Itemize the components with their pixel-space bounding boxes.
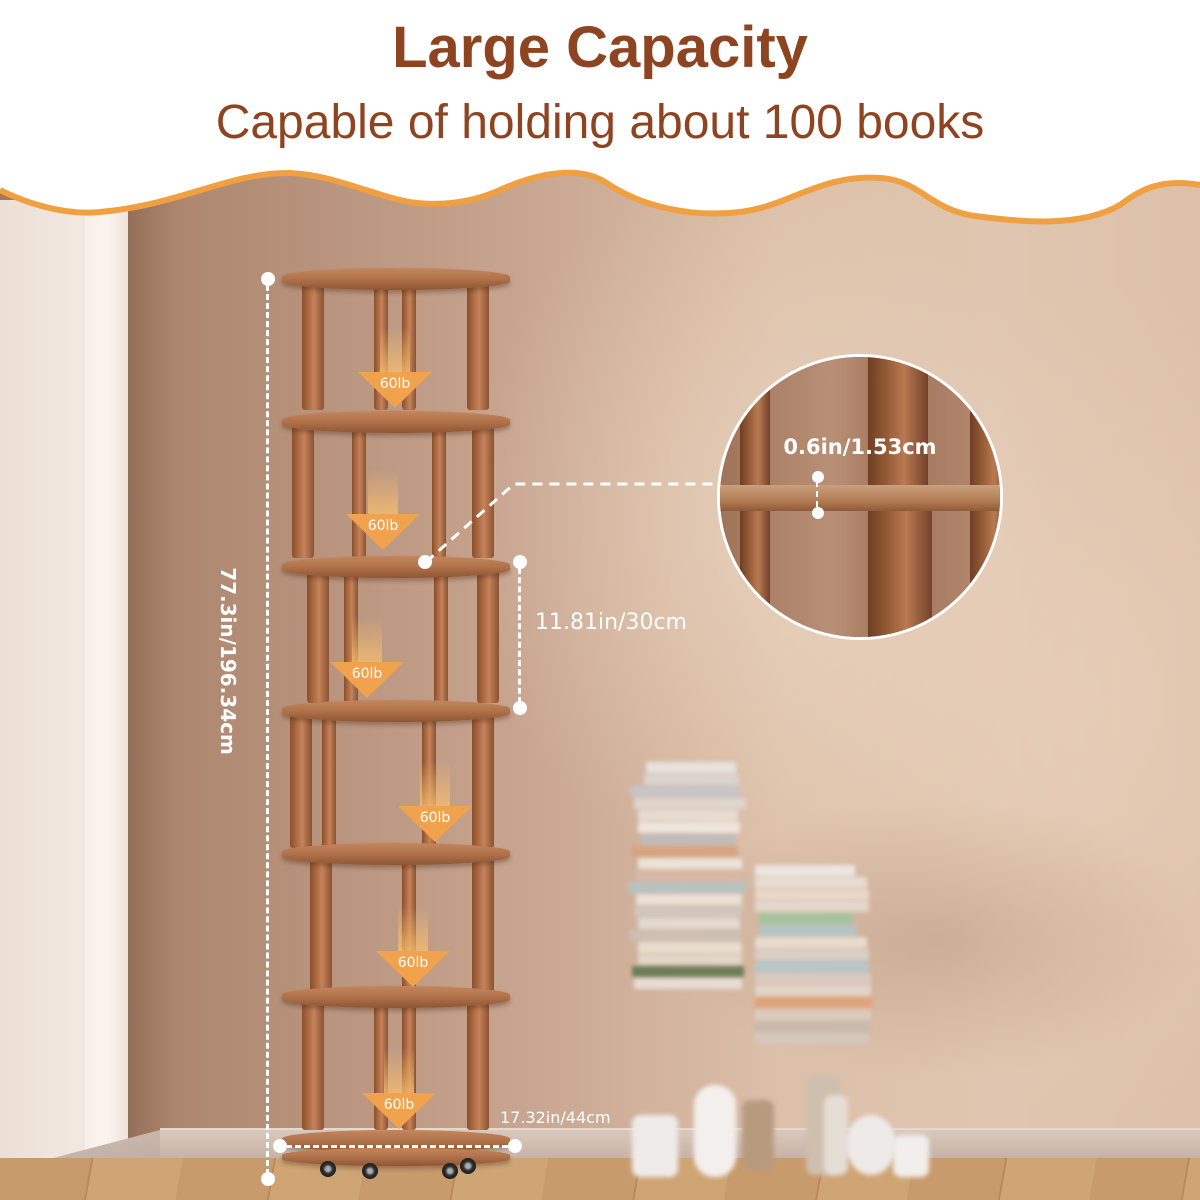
diameter-label: 17.32in/44cm [500, 1108, 611, 1127]
caster-wheel [320, 1161, 336, 1177]
down-arrow-icon [358, 372, 432, 408]
shelf-3 [282, 556, 510, 578]
wooden-floor [0, 1158, 1200, 1200]
down-arrow-icon [398, 806, 472, 842]
vase-white [632, 1115, 678, 1177]
down-arrow-icon [346, 514, 420, 550]
round-vase [846, 1115, 896, 1175]
shelf-2 [282, 411, 510, 433]
down-arrow-icon [330, 662, 404, 698]
page-subtitle: Capable of holding about 100 books [215, 96, 985, 149]
load-arrow: 60lb [346, 469, 420, 564]
caster-wheel [362, 1163, 378, 1179]
dot-icon [812, 507, 824, 519]
dot-icon [513, 701, 527, 715]
caster-wheel [442, 1163, 458, 1179]
dot-icon [261, 272, 275, 286]
shelf-5 [282, 843, 510, 865]
window-frame [85, 200, 128, 1200]
height-label: 77.3in/196.34cm [216, 567, 240, 755]
down-arrow-icon [376, 951, 450, 987]
wood-vase [742, 1100, 774, 1170]
load-arrow: 60lb [398, 761, 472, 856]
dot-icon [812, 471, 824, 483]
corner-shadow [128, 200, 178, 1200]
dot-icon [508, 1139, 522, 1153]
pen-holder [893, 1135, 929, 1177]
load-arrow: 60lb [362, 1048, 436, 1143]
caster-wheel [460, 1158, 476, 1174]
page-title: Large Capacity [392, 15, 808, 80]
base-plate [282, 1148, 510, 1166]
board-thickness-detail: 0.6in/1.53cm [717, 354, 1003, 640]
height-dimension-line [266, 285, 269, 1175]
dot-icon [273, 1139, 287, 1153]
board-thickness-label: 0.6in/1.53cm [783, 435, 937, 459]
tier-spacing-line [518, 568, 521, 703]
load-arrow: 60lb [376, 906, 450, 1001]
diameter-line [286, 1145, 508, 1148]
callout-line [425, 482, 718, 564]
shelf-top [282, 268, 510, 290]
shelf-6 [282, 986, 510, 1008]
load-arrow: 60lb [358, 327, 432, 422]
down-arrow-icon [362, 1093, 436, 1129]
book-stack-right [755, 865, 885, 1045]
book-stack-left [628, 762, 748, 990]
header-wave [0, 0, 1200, 225]
load-arrow: 60lb [330, 617, 404, 712]
vase-cream [694, 1085, 736, 1177]
dot-icon [513, 555, 527, 569]
tier-spacing-label: 11.81in/30cm [535, 610, 687, 635]
candle-holder [824, 1095, 848, 1175]
shelf-4 [282, 700, 510, 722]
dot-icon [261, 1172, 275, 1186]
